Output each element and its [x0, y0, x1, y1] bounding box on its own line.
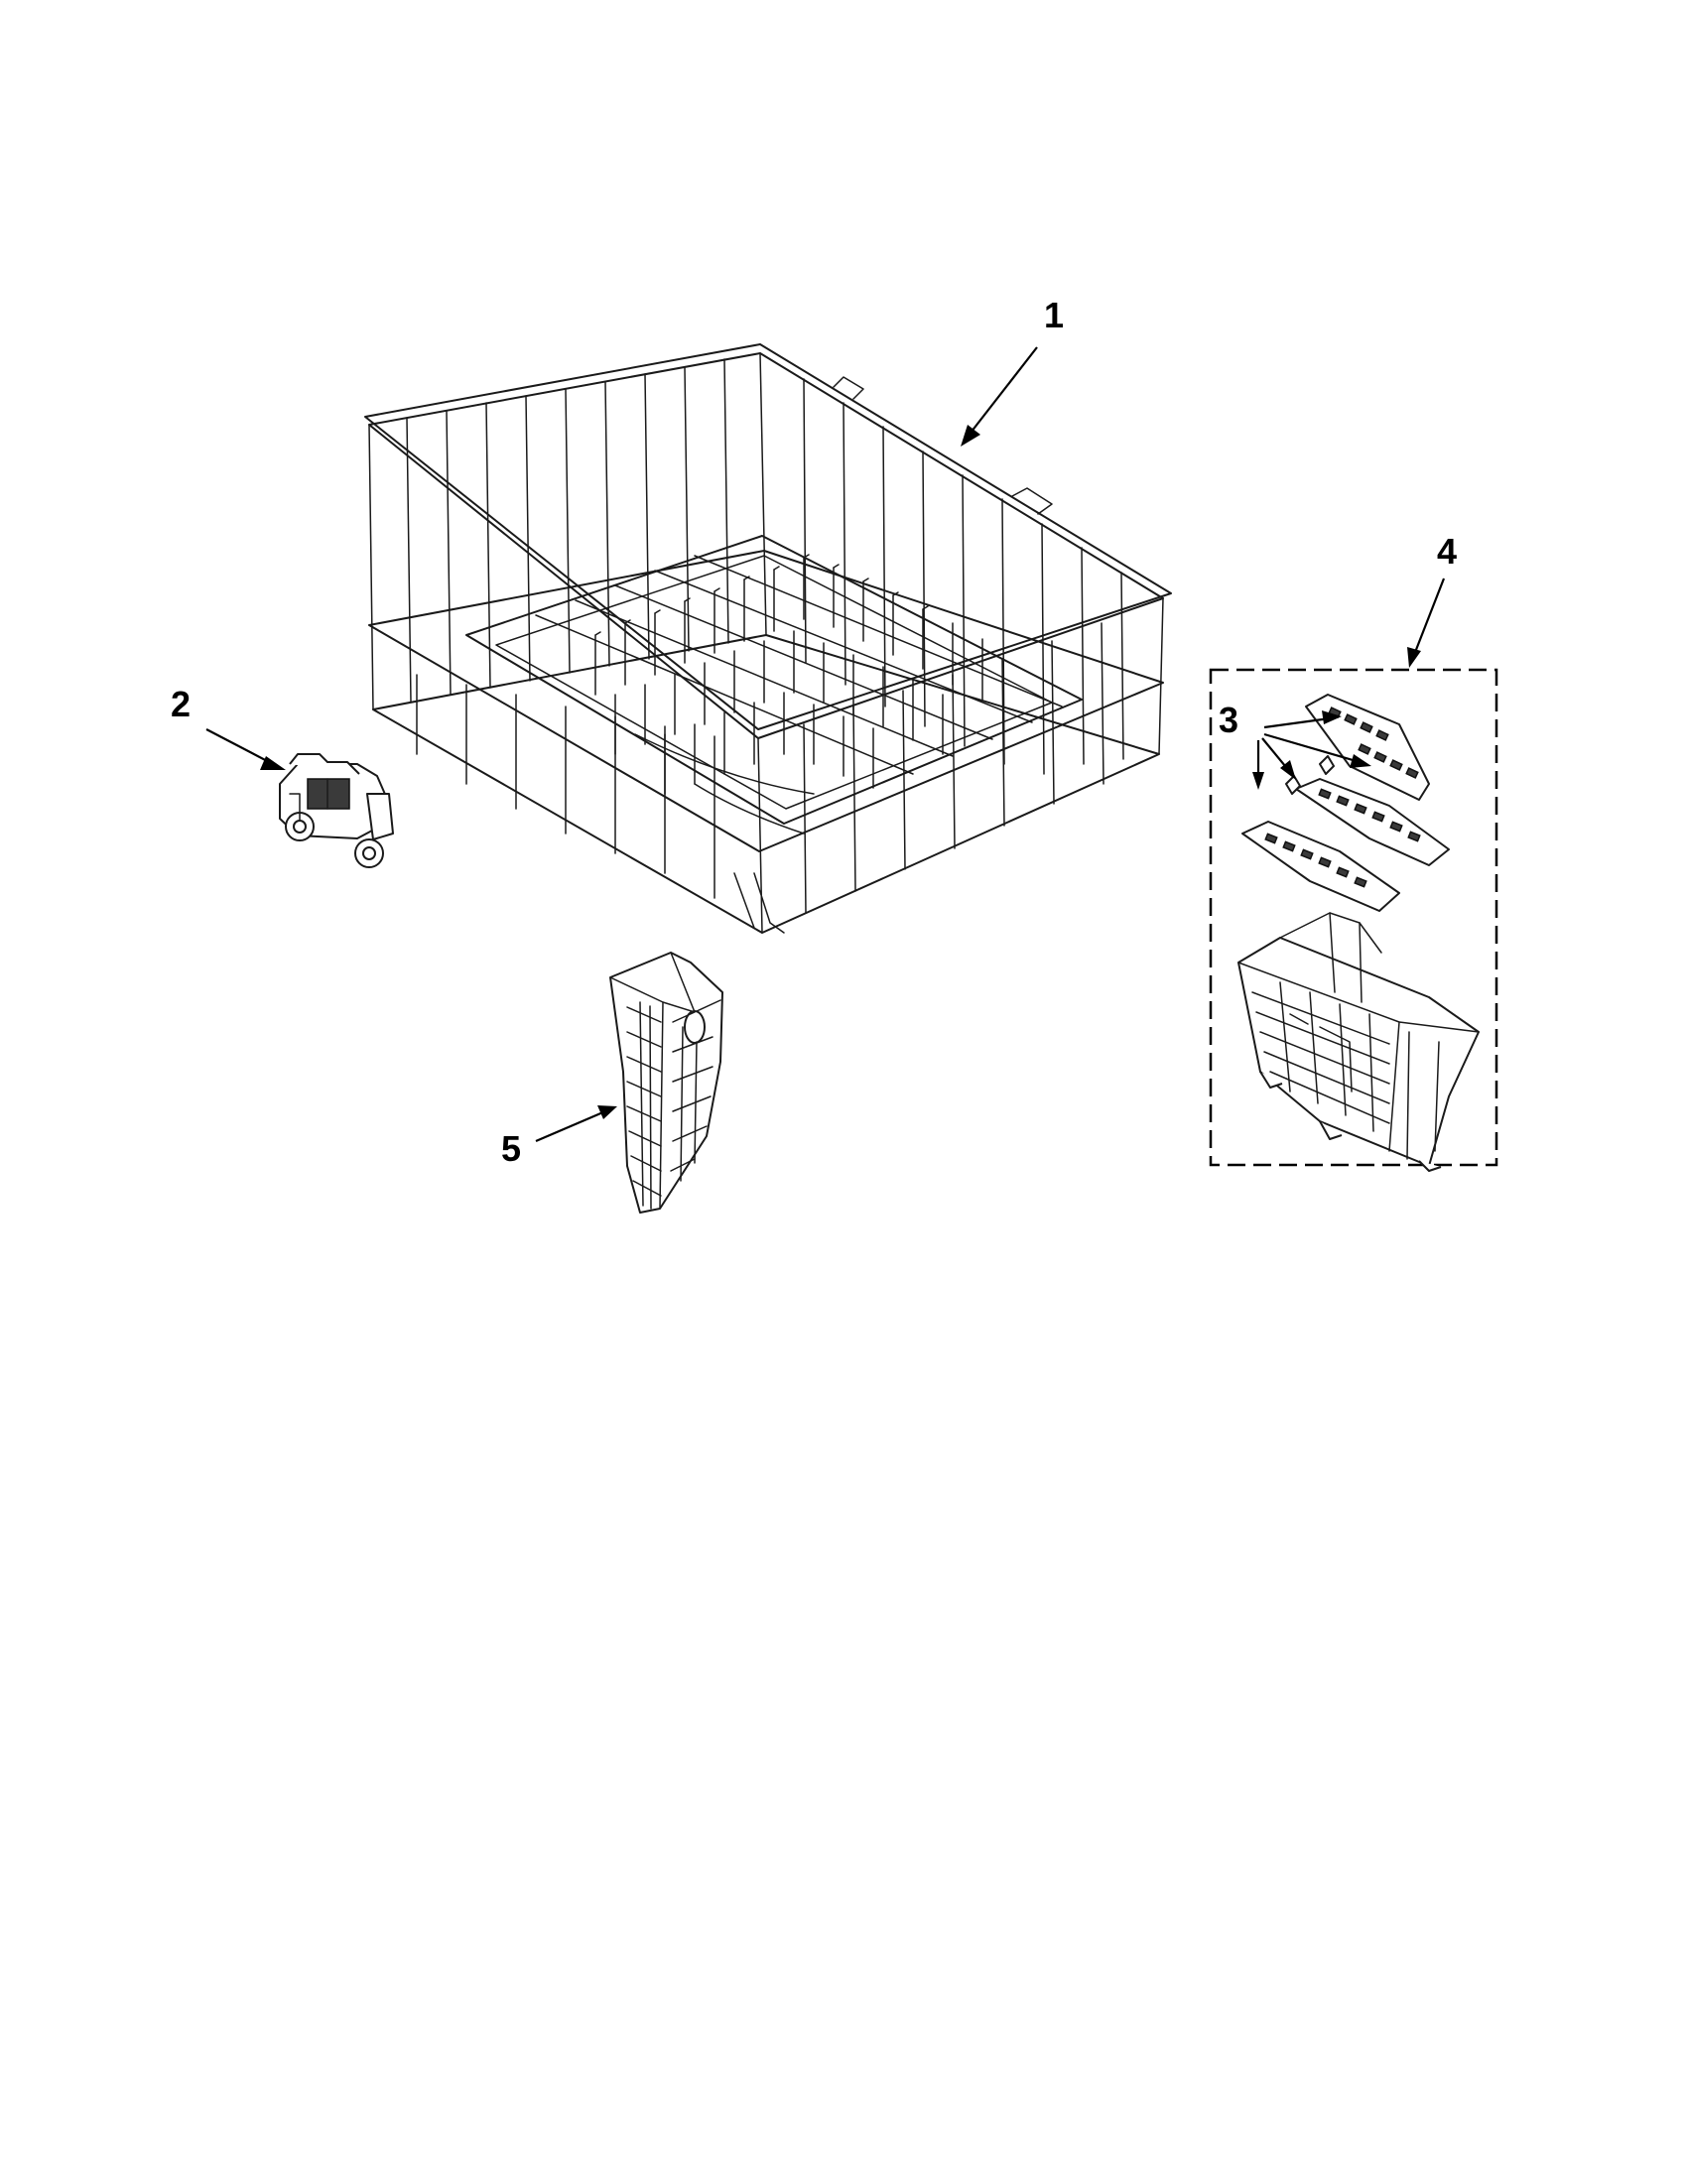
silverware-basket-covers [1241, 694, 1450, 912]
lower-dishrack [364, 343, 1172, 934]
silverware-basket [1237, 912, 1480, 1172]
callout-number-4: 4 [1437, 531, 1457, 572]
leader-1 [961, 346, 1038, 447]
callout-number-2: 2 [171, 684, 191, 724]
small-silverware-basket [609, 952, 723, 1214]
callout-number-3: 3 [1219, 700, 1238, 740]
callout-number-1: 1 [1044, 295, 1064, 335]
rack-roller-assembly [279, 753, 394, 868]
leader-2 [205, 728, 286, 770]
leader-3 [1252, 710, 1371, 790]
kit-boundary-box [1209, 668, 1498, 1167]
callout-number-5: 5 [501, 1128, 521, 1169]
leader-5 [535, 1105, 617, 1143]
leader-4 [1407, 578, 1446, 668]
